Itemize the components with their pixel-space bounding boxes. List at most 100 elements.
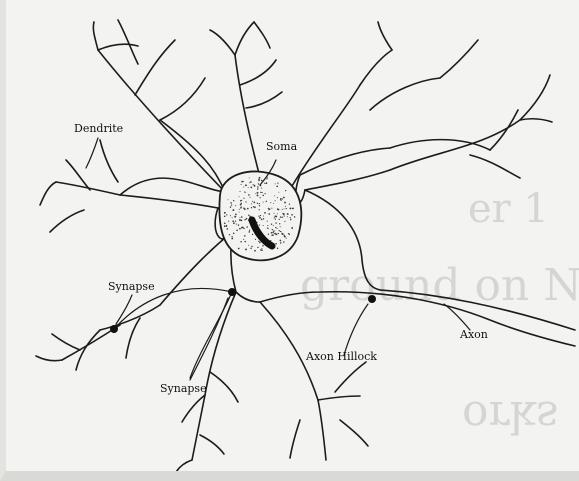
synapse-dot-left: [110, 325, 118, 333]
soma-stipple-dot: [232, 217, 233, 218]
soma-stipple-dot: [278, 192, 279, 193]
soma-stipple-dot: [261, 188, 262, 189]
soma-stipple-dot: [276, 185, 278, 187]
soma-stipple-dot: [285, 190, 286, 191]
soma-stipple-dot: [261, 192, 262, 193]
soma-stipple-dot: [284, 221, 285, 222]
soma-stipple-dot: [280, 242, 282, 244]
soma-stipple-dot: [241, 216, 243, 218]
soma-stipple-dot: [275, 183, 276, 184]
soma-stipple-dot: [231, 238, 233, 240]
soma-stipple-dot: [284, 208, 285, 209]
soma-stipple-dot: [275, 219, 276, 220]
soma-stipple-dot: [245, 201, 246, 202]
soma-stipple-dot: [239, 191, 240, 192]
dendrite-tree-top-right: [292, 22, 490, 186]
soma-stipple-dot: [261, 219, 263, 221]
soma-stipple-dot: [281, 217, 282, 218]
soma-stipple-dot: [290, 217, 291, 218]
soma-stipple-dot: [244, 219, 245, 220]
label-synapse-bottom: Synapse: [160, 382, 207, 395]
soma-stipple-dot: [253, 184, 254, 185]
soma-stipple-dot: [257, 194, 259, 196]
soma-stipple-dot: [230, 206, 231, 207]
soma-stipple-dot: [229, 234, 230, 235]
soma-stipple-dot: [246, 226, 248, 228]
soma-stipple-dot: [264, 193, 265, 194]
soma-stipple-dot: [259, 177, 261, 179]
soma-stipple-dot: [271, 232, 273, 234]
soma-stipple-dot: [230, 202, 232, 204]
soma-stipple-dot: [277, 213, 278, 214]
soma-stipple-dot: [284, 236, 286, 238]
soma-stipple-dot: [257, 186, 258, 187]
soma-stipple-dot: [257, 203, 258, 204]
soma-stipple-dot: [263, 216, 264, 217]
soma-stipple-dot: [244, 235, 246, 237]
soma-stipple-dot: [243, 187, 244, 188]
soma-stipple-dot: [284, 202, 286, 204]
soma-stipple-dot: [273, 213, 274, 214]
soma-stipple-dot: [258, 216, 259, 217]
soma-stipple-dot: [267, 227, 268, 228]
soma-stipple-dot: [259, 197, 260, 198]
soma-stipple-dot: [243, 239, 244, 240]
soma-stipple-dot: [285, 206, 286, 207]
soma-stipple-dot: [250, 248, 251, 249]
soma-stipple-dot: [244, 208, 246, 210]
soma-stipple-dot: [232, 209, 234, 211]
soma-stipple-dot: [262, 250, 263, 251]
soma-stipple-dot: [227, 199, 228, 200]
soma-stipple-dot: [257, 192, 259, 194]
soma-stipple-dot: [249, 230, 250, 231]
soma-stipple-dot: [260, 192, 261, 193]
soma-stipple-dot: [241, 220, 243, 222]
soma-stipple-dot: [274, 233, 276, 235]
soma-stipple-dot: [260, 249, 262, 251]
soma-stipple-dot: [274, 230, 275, 231]
soma-stipple-dot: [247, 208, 249, 210]
soma-stipple-dot: [251, 203, 252, 204]
label-synapse-left: Synapse: [108, 280, 155, 293]
soma-stipple-dot: [248, 245, 249, 246]
soma-stipple-dot: [262, 245, 264, 247]
soma-stipple-dot: [250, 187, 252, 189]
soma-stipple-dot: [266, 178, 267, 179]
soma-stipple-dot: [292, 208, 293, 209]
soma-stipple-dot: [235, 214, 237, 216]
soma-stipple-dot: [254, 250, 256, 252]
soma-stipple-dot: [233, 222, 235, 224]
soma-stipple-dot: [289, 234, 290, 235]
soma-stipple-dot: [287, 216, 288, 217]
soma-stipple-dot: [255, 239, 256, 240]
dendrite-tree-left: [40, 140, 218, 232]
soma-stipple-dot: [291, 214, 293, 216]
dendrite-tree-top-left: [93, 20, 225, 192]
soma-stipple-dot: [272, 232, 273, 233]
soma-stipple-dot: [270, 202, 271, 203]
soma-stipple-dot: [261, 248, 262, 249]
soma-stipple-dot: [294, 216, 296, 218]
soma-stipple-dot: [231, 204, 232, 205]
bleed-text-3: orks: [462, 391, 559, 442]
soma-stipple-dot: [239, 219, 241, 221]
soma-stipple-dot: [289, 207, 291, 209]
soma-stipple-dot: [283, 241, 285, 243]
soma-stipple-dot: [280, 198, 281, 199]
soma-stipple-dot: [253, 202, 255, 204]
soma-stipple-dot: [231, 236, 232, 237]
soma-stipple-dot: [277, 182, 278, 183]
soma-stipple-dot: [288, 214, 289, 215]
soma-stipple-dot: [235, 220, 236, 221]
soma-stipple-dot: [279, 219, 280, 220]
soma-stipple-dot: [228, 221, 229, 222]
soma-stipple-dot: [252, 201, 253, 202]
soma-stipple-dot: [277, 228, 278, 229]
soma-stipple-dot: [226, 214, 227, 215]
soma-stipple-dot: [275, 215, 277, 217]
soma-stipple-dot: [233, 233, 235, 235]
soma-stipple-dot: [281, 200, 282, 201]
soma-stipple-dot: [283, 197, 285, 199]
soma-stipple-dot: [261, 180, 263, 182]
